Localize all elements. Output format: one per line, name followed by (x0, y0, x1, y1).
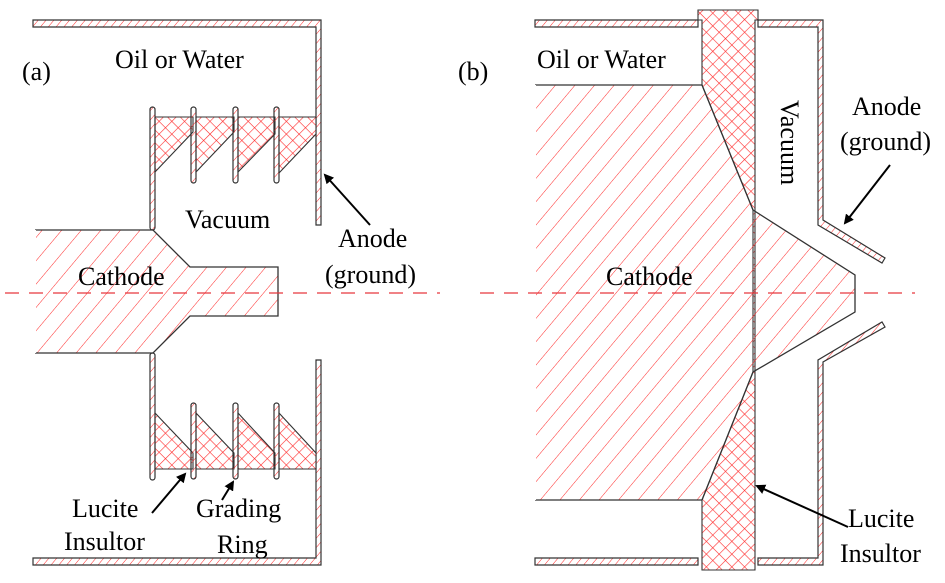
anode-arrow-b (843, 164, 891, 225)
insulator-bottom-3 (237, 411, 276, 470)
cathode-shield-top (149, 106, 156, 231)
cathode-b (535, 84, 856, 501)
anode-arrow-a (323, 173, 371, 226)
vacuum-label-a: Vacuum (185, 205, 270, 234)
grading-ring-bottom-2 (232, 402, 239, 480)
panel-b-label: (b) (458, 57, 488, 86)
anode-housing-bottom (32, 359, 322, 566)
anode-label-b-line1: Anode (852, 92, 921, 121)
insulator-bottom-4 (278, 411, 317, 470)
ring-label-a-line1: Grading (196, 494, 281, 523)
cathode-shield-bottom (149, 352, 156, 481)
insulator-top-3 (237, 116, 276, 174)
insulator-top-4 (278, 116, 317, 175)
panel-a-label: (a) (22, 57, 51, 86)
anode-housing-top-b (757, 19, 886, 264)
panel-a: (a) Oil or Water Vacuum Cathode Anode (g… (5, 19, 440, 566)
insulator-label-b-line1: Lucite (848, 504, 914, 533)
insulator-top-1 (154, 116, 194, 174)
oil-water-label-b: Oil or Water (537, 45, 666, 74)
anode-label-a-line1: Anode (338, 224, 407, 253)
cathode-label-a: Cathode (78, 262, 165, 291)
insulator-label-a-line2: Insultor (64, 527, 145, 556)
vacuum-label-b: Vacuum (775, 100, 804, 185)
insulator-label-a-line1: Lucite (72, 494, 138, 523)
anode-label-a-line2: (ground) (325, 260, 416, 289)
anode-label-b-line2: (ground) (840, 127, 931, 156)
grading-ring-top-2 (232, 106, 239, 184)
anode-housing-bottom-b (757, 321, 886, 566)
ring-arrow-a (221, 480, 235, 501)
housing-bottom-left-b (534, 557, 699, 566)
insulator-label-b-line2: Insultor (840, 539, 921, 568)
cathode-a (35, 229, 279, 354)
insulator-bottom-2 (195, 411, 235, 470)
cathode-label-b: Cathode (606, 262, 693, 291)
grading-ring-top-3 (273, 106, 280, 184)
insulator-bottom-1 (154, 411, 194, 470)
insulator-arrow-b (755, 484, 849, 528)
housing-top-left-b (534, 19, 699, 28)
oil-water-label-a: Oil or Water (115, 45, 244, 74)
grading-ring-bottom-3 (273, 402, 280, 480)
grading-ring-bottom-1 (190, 402, 197, 480)
insulator-top-2 (195, 116, 235, 174)
grading-ring-top-1 (190, 106, 197, 184)
insulator-arrow-a (151, 472, 187, 514)
ring-label-a-line2: Ring (217, 530, 268, 559)
anode-housing-top (32, 19, 322, 226)
panel-b: (b) Oil or Water Vacuum Cathode Anode (g… (458, 9, 931, 571)
